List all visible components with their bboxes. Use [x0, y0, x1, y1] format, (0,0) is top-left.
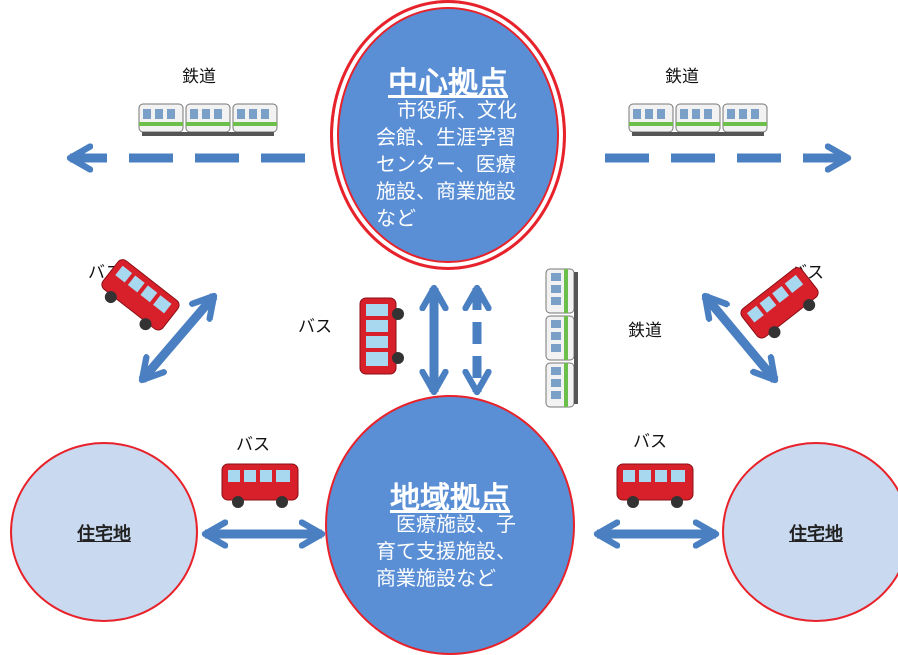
local-hub-desc-line-2: 育て支援施設、	[376, 539, 516, 563]
local-hub-node	[325, 395, 575, 655]
bus-icon	[359, 297, 404, 375]
train-icon	[138, 103, 278, 136]
residential-node-left	[10, 442, 198, 622]
center-hub-node	[330, 0, 566, 270]
local-hub-title: 地域拠点	[390, 481, 510, 516]
center-hub-desc-line-1: 市役所、文化	[397, 98, 517, 122]
bus-icon	[740, 267, 819, 339]
residential-label-left: 住宅地	[77, 524, 131, 545]
train-icon	[545, 268, 578, 408]
bus-label-middle: バス	[298, 317, 332, 337]
residential-label-right: 住宅地	[789, 524, 843, 545]
residential-node-right	[722, 442, 898, 622]
rail-label-top-left: 鉄道	[182, 67, 216, 87]
rail-label-top-right: 鉄道	[665, 67, 699, 87]
local-hub-desc-line-1: 医療施設、子	[396, 512, 516, 536]
rail-label-middle: 鉄道	[628, 321, 662, 341]
center-hub-desc-line-2: 会館、生涯学習	[376, 125, 516, 149]
train-icon	[628, 103, 768, 136]
center-hub-title: 中心拠点	[388, 66, 508, 101]
center-hub-desc-line-4: 施設、商業施設	[376, 179, 516, 203]
bus-label-lower-left: バス	[236, 435, 270, 455]
bus-label-lower-right: バス	[633, 432, 667, 452]
center-hub-desc-line-5: など	[376, 206, 416, 230]
bus-icon	[221, 463, 299, 508]
local-hub-desc-line-3: 商業施設など	[376, 566, 496, 590]
bus-icon	[101, 259, 180, 331]
center-hub-desc-line-3: センター、医療	[376, 152, 516, 176]
bus-icon	[616, 463, 694, 508]
